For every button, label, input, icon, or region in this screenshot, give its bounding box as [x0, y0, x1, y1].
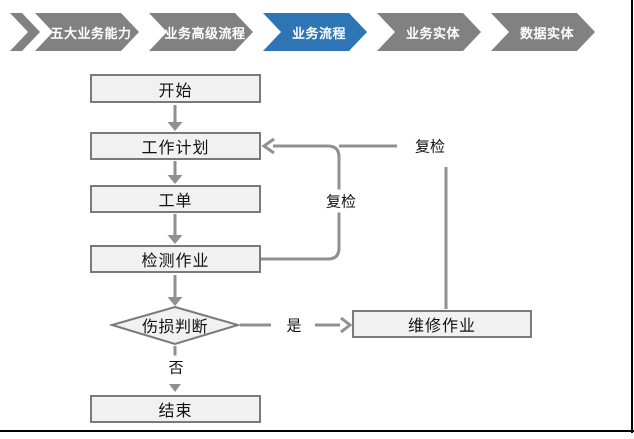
flow-node-start: 开始 — [90, 74, 261, 103]
arrowhead-down-icon — [167, 175, 183, 184]
flow-node-inspect: 检测作业 — [90, 245, 261, 273]
decision-diamond — [108, 305, 242, 346]
breadcrumb-item-label: 业务实体 — [405, 25, 460, 41]
arrowhead-into-repair-icon — [340, 316, 353, 334]
flow-node-plan: 工作计划 — [90, 132, 261, 160]
flow-node-repair: 维修作业 — [352, 310, 532, 338]
breadcrumb-item-high-level-process[interactable]: 业务高级流程 — [149, 13, 253, 51]
arrowhead-down-icon — [167, 122, 183, 131]
edge-label-recheck-left: 复检 — [320, 189, 362, 213]
arrowhead-down-small-icon — [169, 384, 181, 392]
breadcrumb-item-label: 五大业务能力 — [50, 25, 132, 41]
page-right-border — [631, 0, 633, 433]
breadcrumb-item-label: 业务高级流程 — [164, 25, 246, 41]
breadcrumb-item-label: 业务流程 — [291, 25, 346, 41]
edge-label-no: 否 — [163, 355, 189, 379]
breadcrumb-item-data-entity[interactable]: 数据实体 — [491, 13, 595, 51]
arrowhead-into-plan-icon — [261, 137, 275, 155]
breadcrumb-item-five-capabilities[interactable]: 五大业务能力 — [35, 13, 139, 51]
flow-node-decision-label: 伤损判断 — [141, 319, 209, 336]
arrowhead-down-icon — [167, 235, 183, 244]
edge-label-recheck-right: 复检 — [409, 134, 451, 158]
flow-node-end: 结束 — [90, 395, 261, 423]
flow-node-order: 工单 — [90, 185, 261, 213]
arrowhead-down-icon — [167, 297, 183, 306]
breadcrumb-item-label: 数据实体 — [519, 25, 574, 41]
edge-label-yes: 是 — [281, 313, 307, 337]
page-bottom-border — [0, 430, 634, 432]
